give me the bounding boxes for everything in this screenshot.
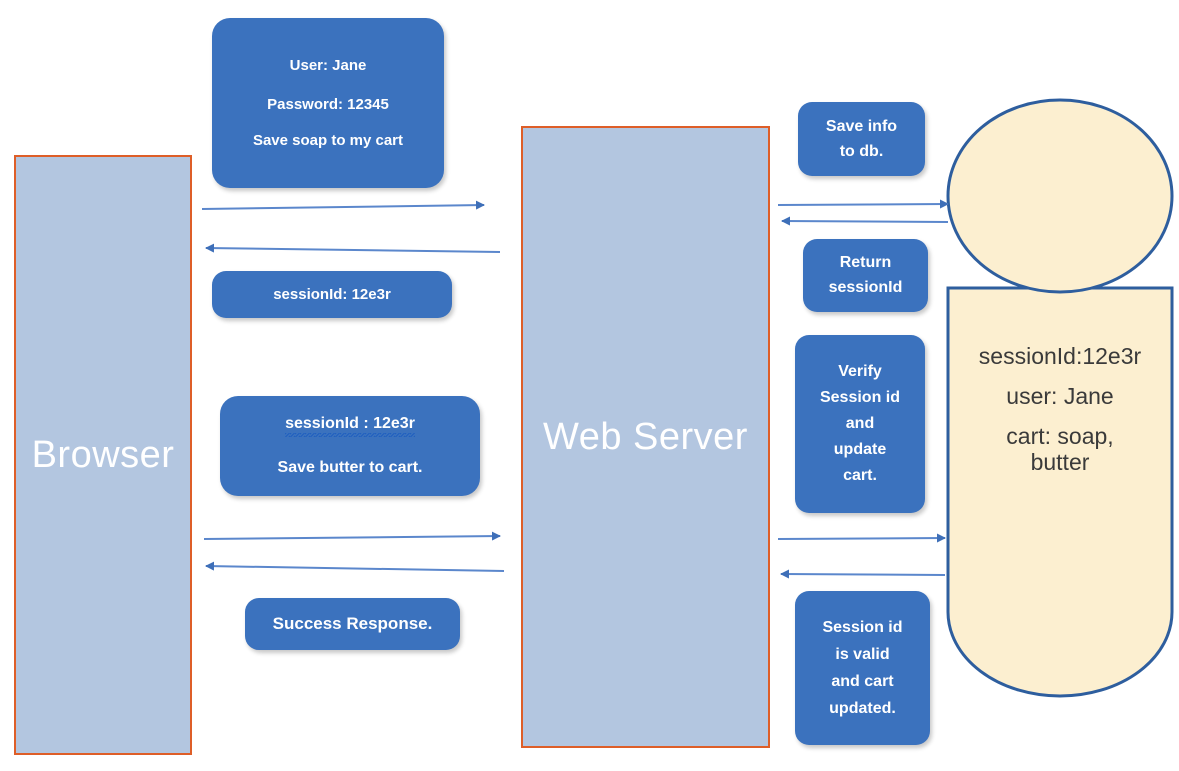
success-response-label: Success Response. bbox=[272, 614, 433, 633]
arrow-server-to-browser-session bbox=[205, 243, 501, 253]
session-valid-line-2: is valid bbox=[835, 645, 890, 663]
database-cylinder-shape bbox=[946, 98, 1174, 698]
add-butter-line-sessionid: sessionId : 12e3r bbox=[285, 415, 415, 437]
browser-pillar-label: Browser bbox=[31, 434, 175, 476]
db-line-cart-cont: butter bbox=[1030, 449, 1090, 476]
session-valid-line-4: updated. bbox=[829, 699, 896, 717]
return-sessionid-line-2: sessionId bbox=[828, 279, 903, 296]
browser-pillar[interactable]: Browser bbox=[14, 155, 192, 755]
verify-session-line-3: and bbox=[845, 415, 875, 432]
save-info-box[interactable]: Save info to db. bbox=[798, 102, 925, 176]
arrow-server-to-db-update bbox=[777, 533, 946, 543]
session-valid-line-1: Session id bbox=[822, 618, 903, 636]
session-valid-box[interactable]: Session id is valid and cart updated. bbox=[795, 591, 930, 745]
return-sessionid-line-1: Return bbox=[839, 254, 892, 271]
arrow-browser-to-server-addcart bbox=[203, 531, 501, 541]
login-request-line-password: Password: 12345 bbox=[267, 96, 389, 113]
arrow-browser-to-server-login bbox=[201, 200, 485, 210]
return-sessionid-box[interactable]: Return sessionId bbox=[803, 239, 928, 312]
add-butter-request-box[interactable]: sessionId : 12e3r Save butter to cart. bbox=[220, 396, 480, 496]
arrow-server-to-browser-success bbox=[205, 561, 505, 572]
arrow-db-to-server-sessionid bbox=[781, 216, 949, 226]
success-response-box[interactable]: Success Response. bbox=[245, 598, 460, 650]
arrow-server-to-db-save bbox=[777, 199, 949, 209]
arrow-db-to-server-confirm bbox=[780, 569, 946, 579]
database-cylinder[interactable]: sessionId:12e3r user: Jane cart: soap, b… bbox=[940, 92, 1179, 704]
save-info-line-2: to db. bbox=[839, 142, 884, 160]
web-server-pillar-label: Web Server bbox=[543, 416, 748, 458]
save-info-line-1: Save info bbox=[825, 117, 898, 135]
verify-session-line-5: cart. bbox=[843, 467, 877, 484]
login-request-line-user: User: Jane bbox=[289, 57, 367, 74]
database-content-text: sessionId:12e3r user: Jane cart: soap, b… bbox=[940, 344, 1179, 475]
verify-session-line-4: update bbox=[833, 441, 887, 458]
login-request-line-action: Save soap to my cart bbox=[252, 132, 404, 149]
verify-session-box[interactable]: Verify Session id and update cart. bbox=[795, 335, 925, 513]
add-butter-line-action: Save butter to cart. bbox=[277, 459, 423, 476]
verify-session-line-1: Verify bbox=[838, 363, 882, 380]
db-line-cart: cart: soap, bbox=[1006, 423, 1114, 450]
web-server-pillar[interactable]: Web Server bbox=[521, 126, 770, 748]
session-valid-line-3: and cart bbox=[831, 672, 894, 690]
db-line-user: user: Jane bbox=[1006, 383, 1114, 410]
session-response-label: sessionId: 12e3r bbox=[273, 286, 391, 303]
verify-session-line-2: Session id bbox=[819, 389, 901, 406]
login-request-box[interactable]: User: Jane Password: 12345 Save soap to … bbox=[212, 18, 444, 188]
session-response-box[interactable]: sessionId: 12e3r bbox=[212, 271, 452, 318]
db-line-sessionid: sessionId:12e3r bbox=[978, 343, 1142, 369]
